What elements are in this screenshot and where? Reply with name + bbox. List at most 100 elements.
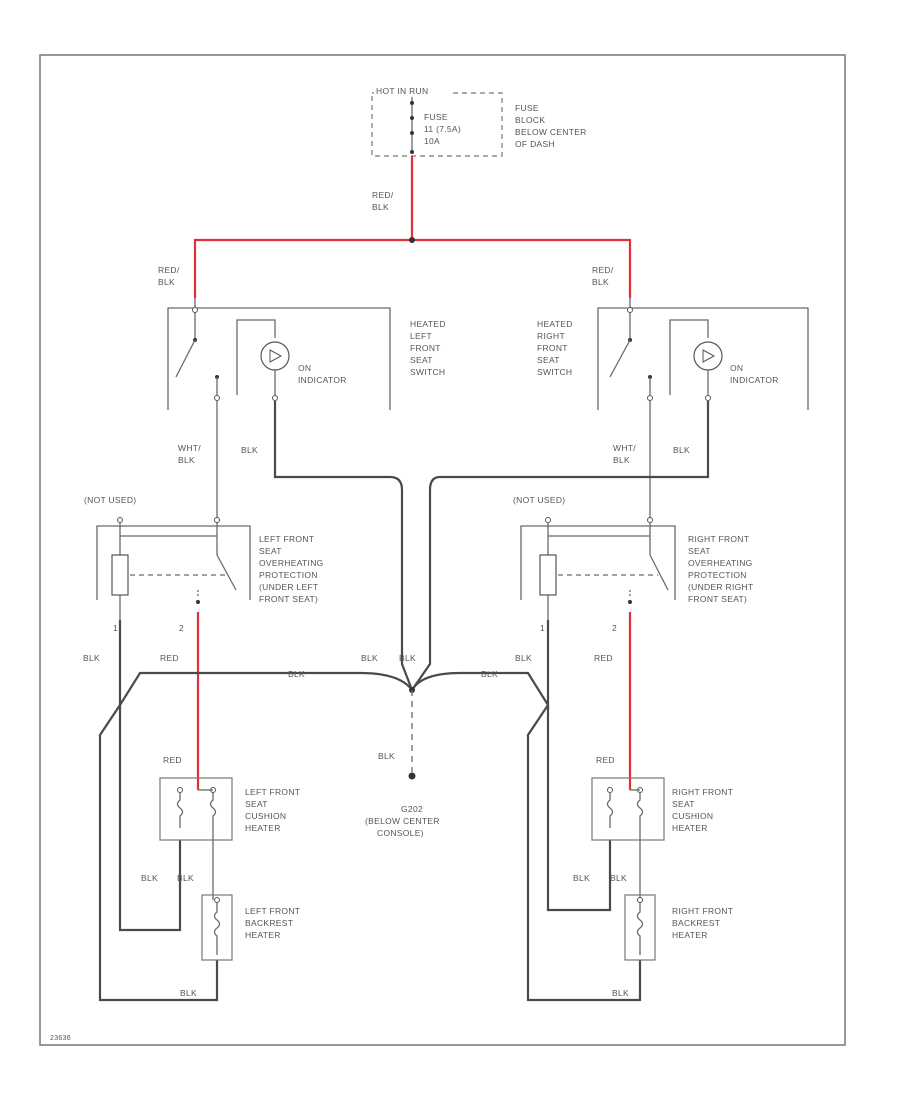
wire-color-label: BLK: [612, 988, 629, 998]
not-used-label: (NOT USED): [513, 495, 565, 505]
left-overheating-protection: (NOT USED) 1 2 LEFT FRONT SEAT OVERHEATI…: [84, 495, 323, 633]
wire-color-label: BLK: [177, 873, 194, 883]
wire-color-label: BLK: [288, 669, 305, 679]
component-label: FRONT SEAT): [688, 594, 747, 604]
component-label: PROTECTION: [259, 570, 318, 580]
component-label: (UNDER RIGHT: [688, 582, 753, 592]
pin-label: 2: [612, 623, 617, 633]
not-used-label: (NOT USED): [84, 495, 136, 505]
diagram-id: 23636: [50, 1035, 71, 1042]
component-label: SEAT: [537, 355, 560, 365]
right-cushion-heater: RIGHT FRONT SEAT CUSHION HEATER: [591, 777, 733, 900]
wire-color-label: WHT/: [178, 443, 201, 453]
component-label: CUSHION: [245, 811, 286, 821]
left-cushion-return: [118, 705, 182, 932]
wire-color-label: RED: [163, 755, 182, 765]
wire-color-label: RED: [594, 653, 613, 663]
component-label: LEFT FRONT: [245, 787, 300, 797]
right-heated-seat-switch: ON INDICATOR HEATED RIGHT FRONT SEAT SWI…: [537, 298, 809, 410]
component-label: SEAT: [672, 799, 695, 809]
component-label: LEFT: [410, 331, 432, 341]
wire-color-label: BLK: [83, 653, 100, 663]
wire-color-label: BLK: [399, 653, 416, 663]
component-label: HEATED: [537, 319, 573, 329]
component-label: SEAT: [688, 546, 711, 556]
left-backrest-return: [98, 704, 219, 1002]
pin-label: 1: [540, 623, 545, 633]
component-label: SWITCH: [410, 367, 445, 377]
ground-label: G202: [401, 804, 423, 814]
wire-color-label: BLK: [673, 445, 690, 455]
component-label: BACKREST: [245, 918, 293, 928]
component-label: LEFT FRONT: [245, 906, 300, 916]
left-heated-seat-switch: ON INDICATOR HEATED LEFT FRONT SEAT SWIT…: [167, 298, 446, 410]
left-ground-bus: [118, 620, 413, 709]
component-label: (UNDER LEFT: [259, 582, 319, 592]
component-label: FRONT SEAT): [259, 594, 318, 604]
fuse-desc: OF DASH: [515, 139, 555, 149]
wire-color-label: RED/: [158, 265, 180, 275]
wire-color-label: RED: [596, 755, 615, 765]
wire-color-label: BLK: [158, 277, 175, 287]
wire-color-label: BLK: [610, 873, 627, 883]
wire-color-label: BLK: [180, 988, 197, 998]
component-label: HEATER: [245, 930, 281, 940]
indicator-label: INDICATOR: [298, 375, 347, 385]
fuse-line: 11 (7.5A): [424, 124, 461, 134]
component-label: OVERHEATING: [688, 558, 753, 568]
indicator-ground-left: [273, 401, 414, 691]
right-backrest-return: [526, 704, 642, 1002]
splice: [409, 237, 415, 243]
component-label: SEAT: [245, 799, 268, 809]
wire-color-label: WHT/: [613, 443, 636, 453]
component-label: RIGHT: [537, 331, 565, 341]
component-label: SEAT: [259, 546, 282, 556]
wire-color-label: RED: [160, 653, 179, 663]
wire-color-label: BLK: [378, 751, 395, 761]
component-label: CUSHION: [672, 811, 713, 821]
component-label: SWITCH: [537, 367, 572, 377]
ground-icon: [408, 772, 416, 780]
ground-label: (BELOW CENTER: [365, 816, 440, 826]
right-overheating-protection: (NOT USED) 1 2 RIGHT FRONT SEAT OVERHEAT…: [513, 495, 753, 633]
fuse-header: HOT IN RUN: [376, 86, 428, 96]
component-label: RIGHT FRONT: [672, 906, 733, 916]
indicator-label: ON: [298, 363, 311, 373]
left-cushion-heater: LEFT FRONT SEAT CUSHION HEATER: [159, 777, 300, 900]
feed-bus-wire: [193, 238, 632, 298]
component-label: LEFT FRONT: [259, 534, 314, 544]
wire-color-label: BLK: [613, 455, 630, 465]
component-label: FRONT: [537, 343, 568, 353]
ground-label: CONSOLE): [377, 828, 424, 838]
component-label: SEAT: [410, 355, 433, 365]
wire-color-label: BLK: [372, 202, 389, 212]
ground-g202: BLK G202 (BELOW CENTER CONSOLE): [365, 687, 440, 838]
component-label: HEATER: [245, 823, 281, 833]
component-label: PROTECTION: [688, 570, 747, 580]
fuse-block: HOT IN RUN FUSE 11 (7.5A) 10A FUSE BLOCK…: [371, 86, 587, 157]
component-label: HEATED: [410, 319, 446, 329]
indicator-label: ON: [730, 363, 743, 373]
component-label: HEATER: [672, 930, 708, 940]
left-backrest-heater: LEFT FRONT BACKREST HEATER: [201, 894, 300, 961]
wire-color-label: BLK: [573, 873, 590, 883]
fuse-desc: FUSE: [515, 103, 539, 113]
right-backrest-heater: RIGHT FRONT BACKREST HEATER: [624, 894, 733, 961]
wire-color-label: RED/: [592, 265, 614, 275]
wire-color-label: BLK: [241, 445, 258, 455]
pin-label: 2: [179, 623, 184, 633]
pin-label: 1: [113, 623, 118, 633]
fuse-line: FUSE: [424, 112, 448, 122]
fuse-desc: BELOW CENTER: [515, 127, 587, 137]
wire-color-label: BLK: [481, 669, 498, 679]
indicator-ground-right: [411, 401, 710, 691]
right-cushion-return: [546, 705, 612, 912]
wire-color-label: BLK: [592, 277, 609, 287]
wire-color-label: BLK: [361, 653, 378, 663]
component-label: RIGHT FRONT: [688, 534, 749, 544]
wire-color-label: RED/: [372, 190, 394, 200]
component-label: HEATER: [672, 823, 708, 833]
diagram-frame: [39, 54, 846, 1046]
fuse-line: 10A: [424, 136, 440, 146]
